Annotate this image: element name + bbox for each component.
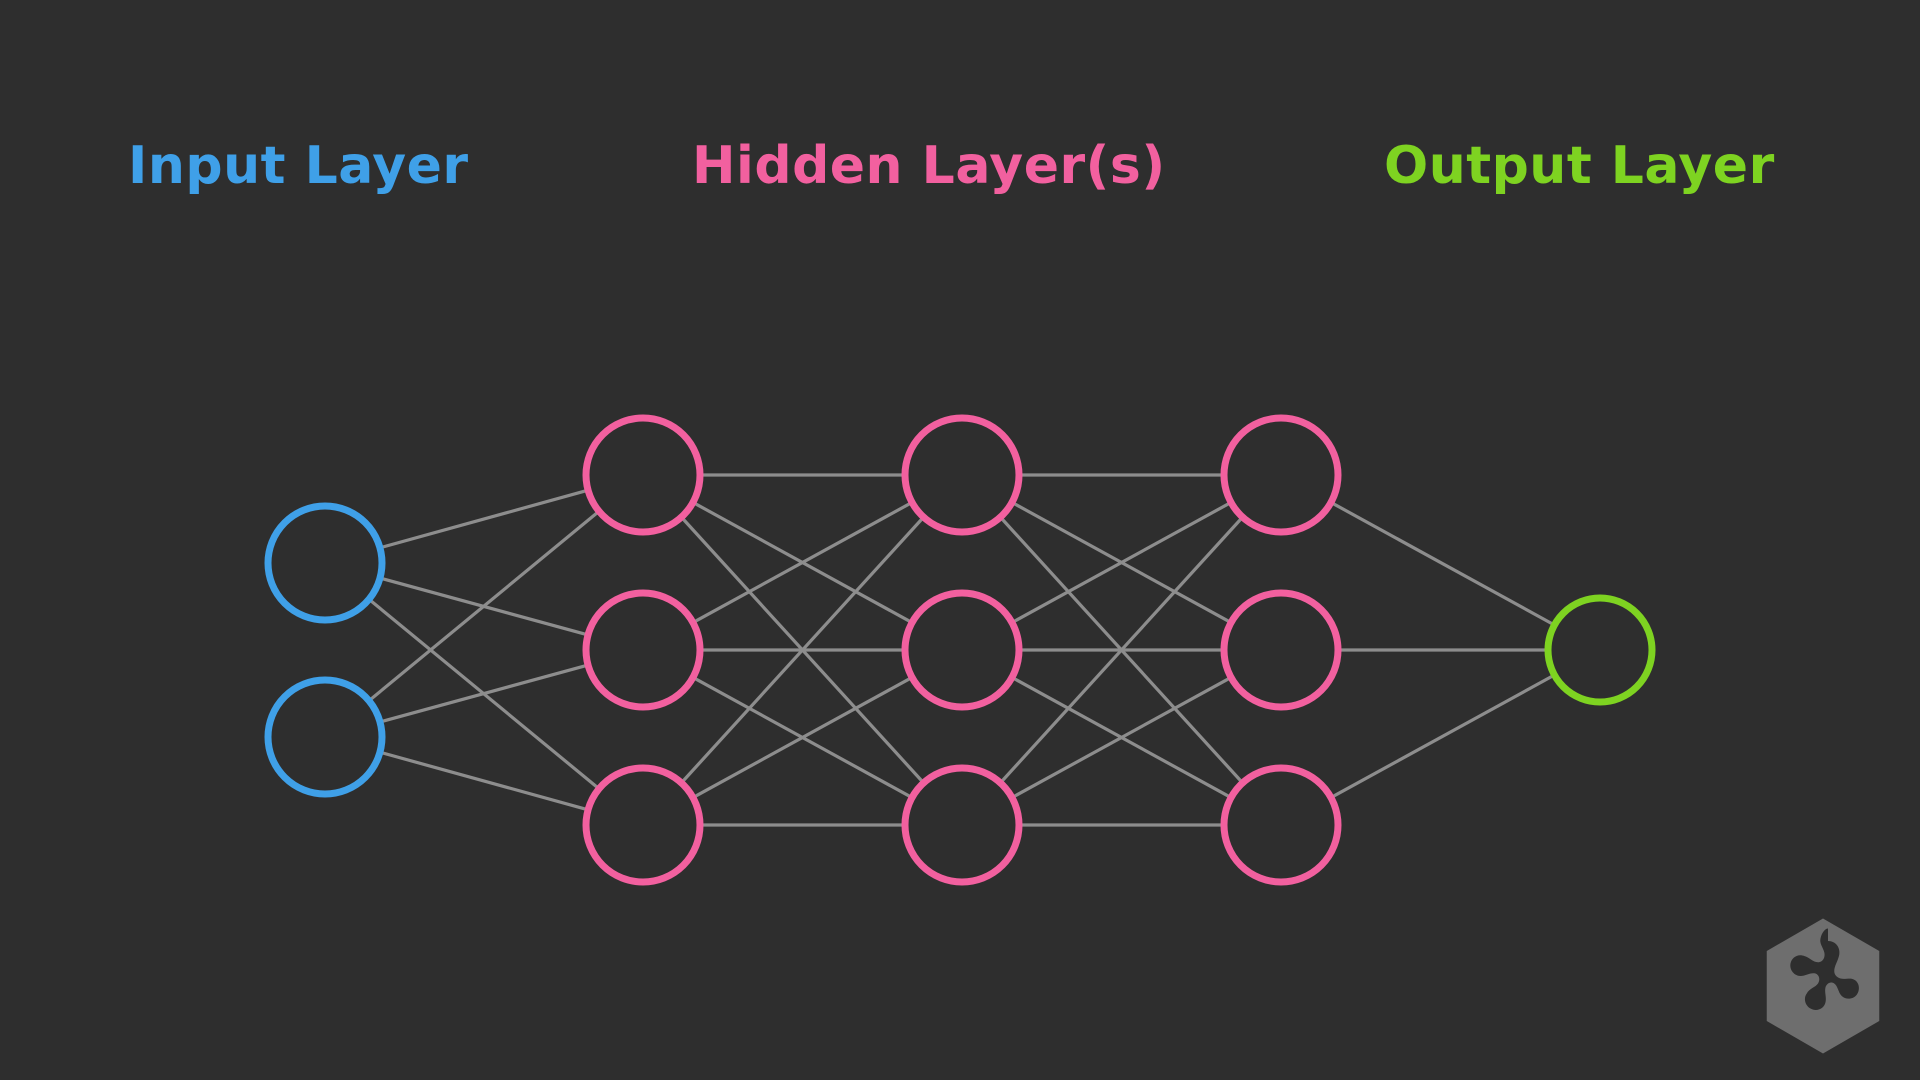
connection-edge (379, 663, 589, 724)
connection-edge (1011, 676, 1232, 799)
hidden-neuron-2-3 (582, 764, 704, 886)
input-neuron-1-2 (264, 676, 386, 798)
hidden-neuron-4-3 (1220, 764, 1342, 886)
connection-edge (367, 510, 601, 702)
connection-edge (1011, 501, 1232, 624)
hidden-neuron-3-1 (901, 414, 1023, 536)
connection-edge (680, 516, 925, 784)
hidden-neuron-4-2 (1220, 589, 1342, 711)
connection-edges (367, 473, 1556, 827)
treehouse-logo-watermark (1766, 918, 1880, 1054)
hidden-neuron-2-2 (582, 589, 704, 711)
connection-edge (379, 750, 589, 812)
connection-edge (692, 501, 913, 624)
connection-edge (692, 676, 913, 799)
connection-edge (379, 488, 589, 550)
hidden-neuron-3-2 (901, 589, 1023, 711)
input-neuron-1-1 (264, 502, 386, 624)
hidden-neuron-2-1 (582, 414, 704, 536)
hidden-neuron-4-1 (1220, 414, 1342, 536)
output-neuron-5-1 (1544, 594, 1656, 706)
hidden-neuron-3-3 (901, 764, 1023, 886)
neuron-nodes (264, 414, 1656, 886)
connection-edge (999, 516, 1244, 784)
connection-edge (1330, 673, 1556, 799)
connection-edge (1330, 501, 1556, 627)
